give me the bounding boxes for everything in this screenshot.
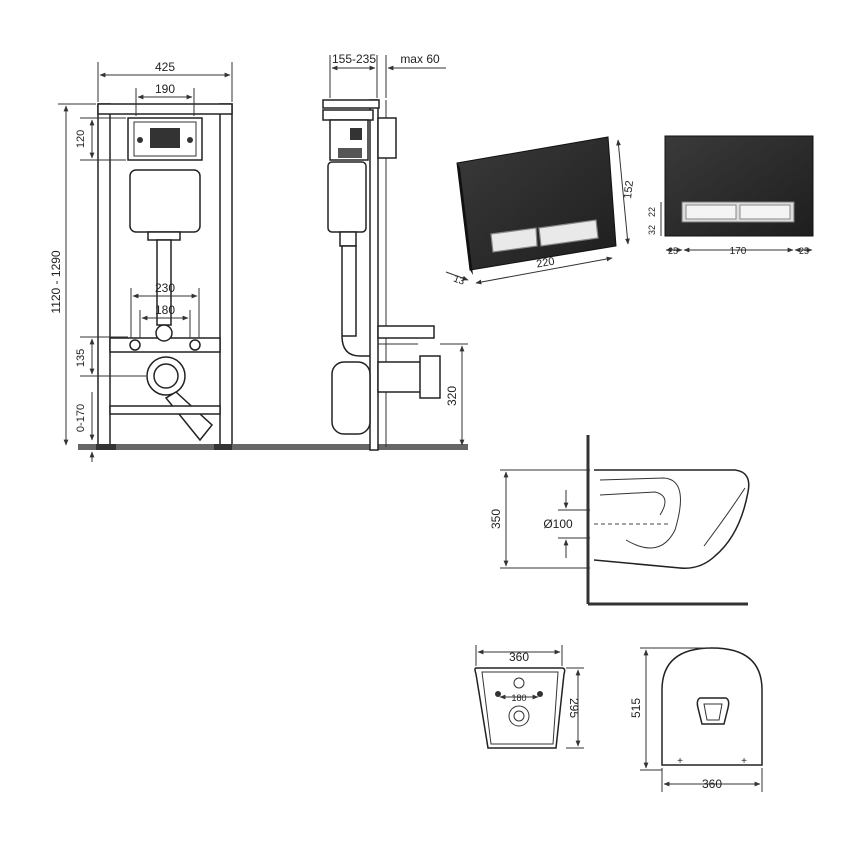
frame-width-label: 425 <box>155 60 175 74</box>
frame-front-view <box>78 103 370 450</box>
flush-plate-front <box>664 135 814 237</box>
svg-text:+: + <box>677 756 683 767</box>
top-width-label: 360 <box>702 777 722 791</box>
flush-button-small <box>490 227 538 253</box>
cistern <box>129 169 201 233</box>
frame-side-view <box>232 99 468 451</box>
flush-plate-perspective <box>456 136 617 275</box>
front-button-small <box>685 204 737 220</box>
bowl-height-label: 350 <box>489 509 503 529</box>
button-height-dim: 22 <box>647 207 657 217</box>
drain-level-label: 320 <box>445 386 459 406</box>
wall-max-label: max 60 <box>400 52 440 66</box>
bowl-section-view <box>586 435 750 606</box>
total-height-label: 1120 - 1290 <box>49 250 63 313</box>
button-gap-dim: 32 <box>647 225 657 235</box>
flush-button-large <box>538 219 599 247</box>
plate-width-dim: 220 <box>535 256 555 271</box>
drain-height-label: 135 <box>75 349 87 367</box>
bowl-top-view: + + <box>661 647 763 767</box>
depth-label: 155-235 <box>332 52 376 66</box>
front-button-large <box>739 204 791 220</box>
plate-height-label: 120 <box>75 130 87 148</box>
bolt-inner-label: 180 <box>155 303 175 317</box>
margin-right-dim: 25 <box>799 246 809 256</box>
rear-width-label: 360 <box>509 650 529 664</box>
rear-height-label: 295 <box>567 698 581 718</box>
svg-text:+: + <box>741 756 747 767</box>
button-span-dim: 170 <box>730 246 747 257</box>
foot-adjust-label: 0-170 <box>75 404 87 432</box>
outlet-diameter-label: Ø100 <box>543 517 573 531</box>
top-length-label: 515 <box>629 698 643 718</box>
plate-height-dim: 152 <box>622 180 636 200</box>
bowl-rear-view <box>474 667 566 749</box>
plate-thickness-dim: 13 <box>452 274 467 288</box>
rear-bolt-label: 180 <box>511 693 526 703</box>
margin-left-dim: 25 <box>668 246 678 256</box>
bolt-outer-label: 230 <box>155 281 175 295</box>
plate-width-label: 190 <box>155 82 175 96</box>
